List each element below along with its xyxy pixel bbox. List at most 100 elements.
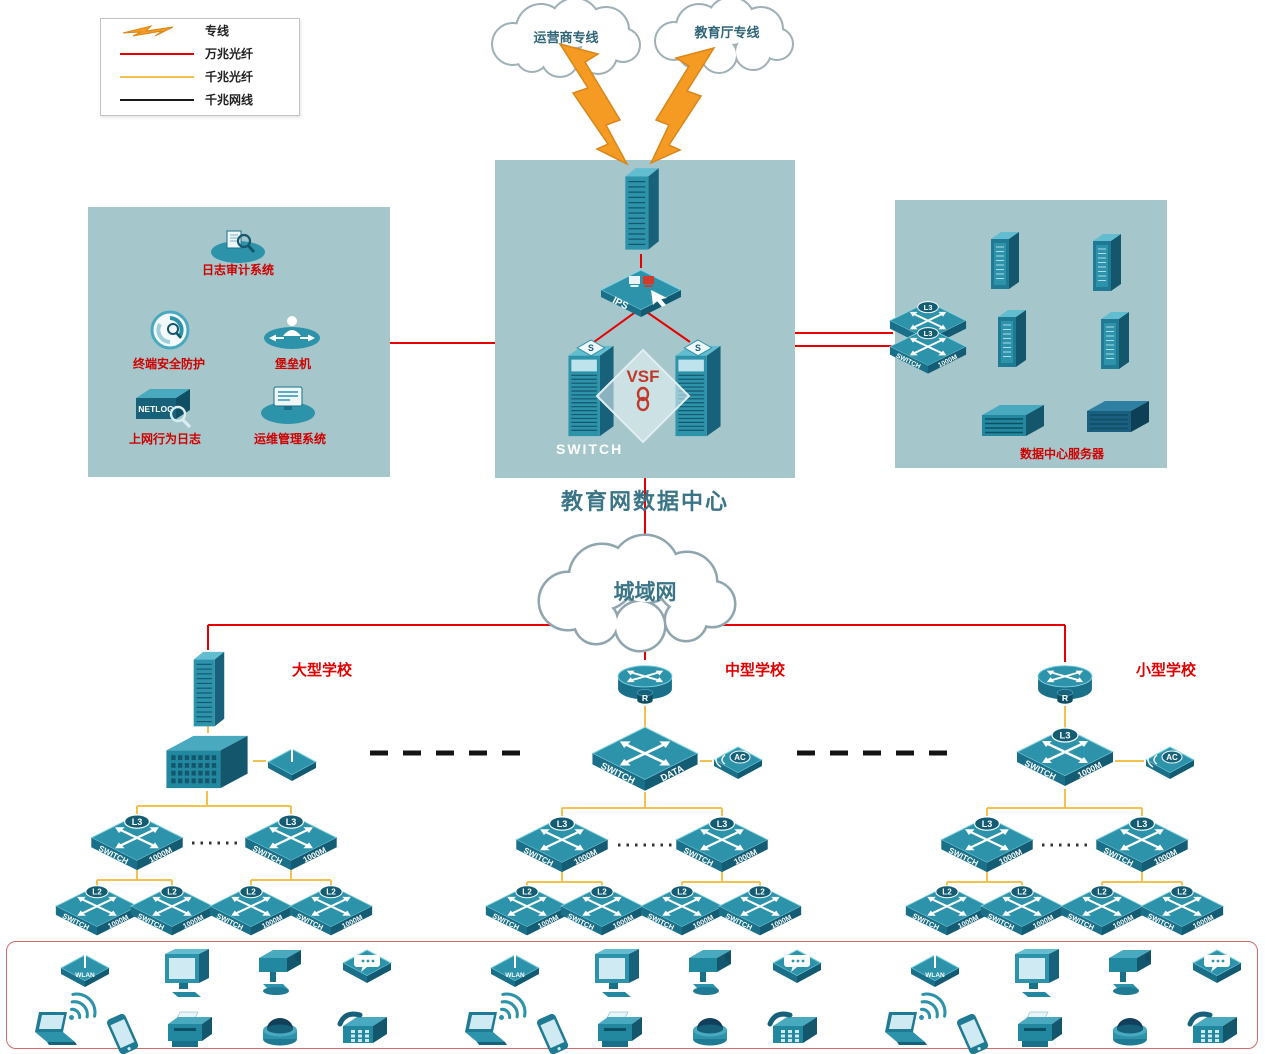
l3-switch: L3 SWITCH 1000M [514, 815, 610, 875]
svg-text:SWITCH: SWITCH [1023, 758, 1057, 782]
legend: 专线 万兆光纤 千兆光纤 千兆网线 [100, 18, 300, 116]
medium-school-router: R [614, 660, 676, 710]
red-line-icon [120, 52, 194, 55]
svg-text:AC: AC [1166, 753, 1178, 762]
l3-switch: L3 SWITCH 1000M [939, 815, 1035, 875]
svg-text:1000M: 1000M [536, 913, 560, 931]
dotted-separators [192, 841, 1092, 847]
small-school-core-switch: L3 SWITCH 1000M [1015, 726, 1115, 789]
svg-text:R: R [642, 693, 649, 703]
lightning-icon [109, 23, 205, 39]
l2-switch: L2 SWITCH 1000M [559, 884, 645, 938]
man-cloud-label: 城域网 [614, 580, 677, 604]
datacenter-zone-box [495, 160, 795, 478]
log-audit-label: 日志审计系统 [201, 263, 275, 277]
legend-row-dedicated-line: 专线 [101, 19, 299, 42]
dc-servers-label: 数据中心服务器 [1019, 447, 1105, 461]
l2-switch: L2 SWITCH 1000M [717, 884, 803, 938]
svg-text:SWITCH: SWITCH [1102, 846, 1135, 868]
legend-label: 千兆网线 [205, 93, 254, 107]
datacenter-title: 教育网数据中心 [560, 489, 730, 514]
svg-text:1000M: 1000M [181, 913, 205, 931]
l2-switch: L2 SWITCH 1000M [484, 884, 570, 938]
svg-text:L2: L2 [677, 888, 687, 897]
svg-text:DATA: DATA [659, 763, 686, 783]
l3-switch: L3 SWITCH 1000M [674, 815, 770, 875]
svg-text:SWITCH: SWITCH [646, 911, 676, 932]
svg-text:SWITCH: SWITCH [61, 911, 91, 932]
legend-label: 千兆光纤 [205, 70, 254, 84]
svg-text:SWITCH: SWITCH [97, 844, 130, 866]
lightning-bolt-right [649, 46, 716, 165]
svg-text:L3: L3 [132, 817, 143, 827]
edu-cloud [654, 0, 794, 74]
l2-switch: L2 SWITCH 1000M [1139, 884, 1225, 938]
bastion-label: 堡垒机 [274, 357, 312, 371]
l2-switch: L2 SWITCH 1000M [208, 884, 294, 938]
l2-switch: L2 SWITCH 1000M [288, 884, 374, 938]
legend-label: 专线 [205, 24, 230, 38]
svg-text:SWITCH: SWITCH [599, 761, 637, 786]
large-school-core-device [161, 733, 253, 791]
svg-text:1000M: 1000M [1111, 913, 1135, 931]
small-school-ac: AC [1144, 738, 1196, 782]
svg-text:L2: L2 [942, 888, 952, 897]
svg-text:L3: L3 [286, 817, 297, 827]
isp-cloud [491, 0, 641, 78]
svg-text:1000M: 1000M [340, 913, 364, 931]
man-cloud [537, 533, 737, 653]
svg-text:L3: L3 [982, 819, 993, 829]
l2-switch: L2 SWITCH 1000M [979, 884, 1065, 938]
svg-text:1000M: 1000M [1076, 760, 1104, 781]
edu-cloud-label: 教育厅专线 [693, 25, 759, 40]
svg-text:L2: L2 [1177, 888, 1187, 897]
netlog-label: 上网行为日志 [128, 432, 202, 446]
l3-switch: L3 SWITCH 1000M [89, 813, 185, 873]
svg-text:SWITCH: SWITCH [491, 911, 521, 932]
svg-text:L3: L3 [1059, 731, 1070, 742]
l2-switch: L2 SWITCH 1000M [54, 884, 140, 938]
medium-school-label: 中型学校 [724, 662, 786, 679]
svg-text:SWITCH: SWITCH [911, 911, 941, 932]
small-school-router: R [1034, 660, 1096, 710]
svg-text:SWITCH: SWITCH [136, 911, 166, 932]
legend-row-10g-fiber: 万兆光纤 [101, 42, 299, 65]
svg-text:1000M: 1000M [956, 913, 980, 931]
svg-text:1000M: 1000M [260, 913, 284, 931]
svg-text:L2: L2 [522, 888, 532, 897]
svg-text:1000M: 1000M [1191, 913, 1215, 931]
svg-text:SWITCH: SWITCH [1066, 911, 1096, 932]
svg-text:L2: L2 [1017, 888, 1027, 897]
svg-text:L2: L2 [1097, 888, 1107, 897]
svg-text:AC: AC [734, 753, 746, 762]
svg-text:1000M: 1000M [611, 913, 635, 931]
large-school-gateway [188, 650, 228, 734]
l2-switch: L2 SWITCH 1000M [129, 884, 215, 938]
svg-text:SWITCH: SWITCH [251, 844, 284, 866]
l3-switch: L3 SWITCH 1000M [243, 813, 339, 873]
svg-text:L2: L2 [92, 888, 102, 897]
svg-text:SWITCH: SWITCH [682, 846, 715, 868]
svg-text:1000M: 1000M [691, 913, 715, 931]
ops-label: 运维管理系统 [253, 432, 327, 446]
svg-text:L2: L2 [167, 888, 177, 897]
lightning-bolt-left [558, 42, 629, 166]
svg-text:1000M: 1000M [1031, 913, 1055, 931]
svg-text:SWITCH: SWITCH [724, 911, 754, 932]
large-school-label: 大型学校 [291, 662, 353, 679]
black-line-icon [120, 98, 194, 101]
svg-text:1000M: 1000M [1153, 847, 1179, 866]
svg-text:L2: L2 [755, 888, 765, 897]
svg-text:1000M: 1000M [769, 913, 793, 931]
svg-text:L2: L2 [246, 888, 256, 897]
svg-text:L3: L3 [1137, 819, 1148, 829]
svg-text:1000M: 1000M [302, 845, 328, 864]
svg-text:SWITCH: SWITCH [295, 911, 325, 932]
yellow-line-icon [120, 75, 194, 78]
terminal-area-border [6, 941, 1258, 1049]
svg-text:SWITCH: SWITCH [1146, 911, 1176, 932]
terminal-protect-label: 终端安全防护 [132, 357, 206, 371]
svg-text:SWITCH: SWITCH [986, 911, 1016, 932]
